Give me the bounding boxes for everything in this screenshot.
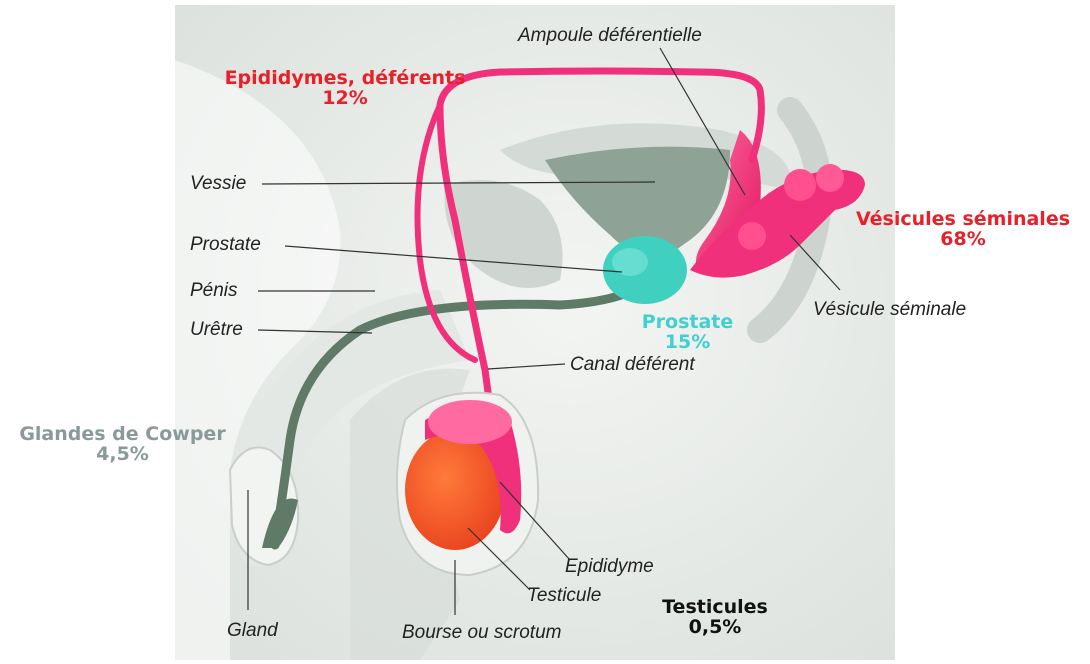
pct-epididymes-name: Epididymes, déférents bbox=[205, 69, 485, 89]
pct-testicules: Testicules 0,5% bbox=[635, 598, 795, 638]
vesicle-lobe-4 bbox=[738, 222, 766, 250]
pct-epididymes: Epididymes, déférents 12% bbox=[205, 69, 485, 109]
label-canal: Canal déférent bbox=[570, 355, 695, 374]
label-prostate: Prostate bbox=[190, 235, 261, 254]
label-uretre: Urêtre bbox=[190, 320, 243, 339]
label-testicule: Testicule bbox=[527, 586, 601, 605]
epididymis-head bbox=[428, 400, 512, 444]
vesicle-lobe-3 bbox=[761, 195, 791, 225]
pct-vesicules-name: Vésicules séminales bbox=[838, 210, 1088, 230]
pct-epididymes-value: 12% bbox=[205, 89, 485, 109]
label-ampoule: Ampoule déférentielle bbox=[518, 26, 702, 45]
label-bourse: Bourse ou scrotum bbox=[402, 623, 561, 642]
label-gland: Gland bbox=[227, 621, 278, 640]
pct-vesicules: Vésicules séminales 68% bbox=[838, 210, 1088, 250]
pct-prostate-value: 15% bbox=[625, 333, 750, 353]
label-epididyme: Epididyme bbox=[565, 557, 654, 576]
label-penis: Pénis bbox=[190, 281, 238, 300]
vesicle-lobe-1 bbox=[784, 169, 816, 201]
pct-cowper: Glandes de Cowper 4,5% bbox=[5, 425, 240, 465]
pct-testicules-value: 0,5% bbox=[635, 618, 795, 638]
vesicle-lobe-2 bbox=[816, 164, 844, 192]
pct-vesicules-value: 68% bbox=[838, 230, 1088, 250]
pct-cowper-name: Glandes de Cowper bbox=[5, 425, 240, 445]
pct-cowper-value: 4,5% bbox=[5, 445, 240, 465]
pct-prostate: Prostate 15% bbox=[625, 313, 750, 353]
label-vessie: Vessie bbox=[190, 174, 246, 193]
pct-prostate-name: Prostate bbox=[625, 313, 750, 333]
label-vesicule: Vésicule séminale bbox=[813, 300, 966, 319]
pct-testicules-name: Testicules bbox=[635, 598, 795, 618]
